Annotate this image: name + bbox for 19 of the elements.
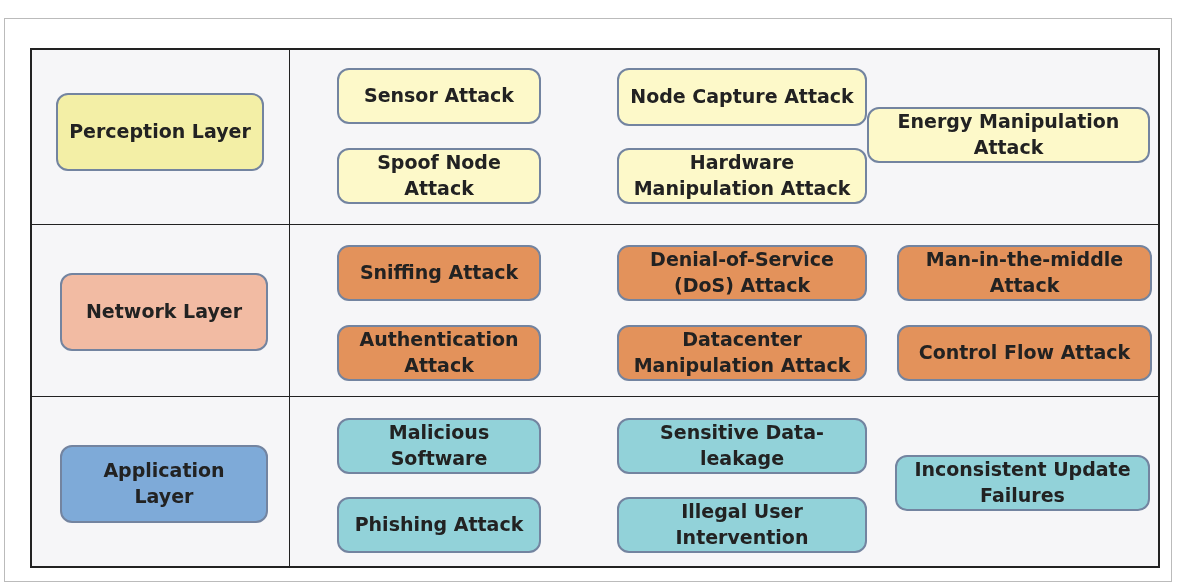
attack-box: Spoof Node Attack bbox=[337, 148, 541, 204]
attack-box: Sniffing Attack bbox=[337, 245, 541, 301]
attack-box: Sensitive Data-leakage bbox=[617, 418, 867, 474]
attack-box: Authentication Attack bbox=[337, 325, 541, 381]
layer-box: Network Layer bbox=[60, 273, 268, 351]
attack-box: Node Capture Attack bbox=[617, 68, 867, 126]
attack-box: Phishing Attack bbox=[337, 497, 541, 553]
attack-box: Sensor Attack bbox=[337, 68, 541, 124]
attack-box: Datacenter Manipulation Attack bbox=[617, 325, 867, 381]
attack-box: Inconsistent Update Failures bbox=[895, 455, 1150, 511]
attack-box: Malicious Software bbox=[337, 418, 541, 474]
attack-box: Control Flow Attack bbox=[897, 325, 1152, 381]
layer-box: Perception Layer bbox=[56, 93, 264, 171]
layer-box: Application Layer bbox=[60, 445, 268, 523]
attack-box: Energy Manipulation Attack bbox=[867, 107, 1150, 163]
attack-box: Man-in-the-middle Attack bbox=[897, 245, 1152, 301]
attack-box: Illegal User Intervention bbox=[617, 497, 867, 553]
attack-box: Denial-of-Service (DoS) Attack bbox=[617, 245, 867, 301]
attack-box: Hardware Manipulation Attack bbox=[617, 148, 867, 204]
